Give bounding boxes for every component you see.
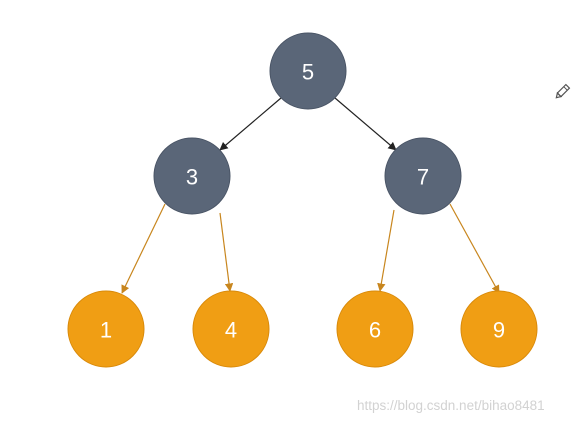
watermark-text: https://blog.csdn.net/bihao8481 — [357, 398, 545, 413]
tree-leaf-4: 9 — [460, 290, 538, 368]
tree-node-left: 3 — [153, 137, 231, 215]
edge-7-to-9 — [449, 203, 500, 294]
edge-5-to-7 — [334, 97, 397, 151]
node-label-left: 3 — [186, 165, 198, 190]
node-label-root: 5 — [302, 60, 314, 85]
tree-node-right: 7 — [384, 137, 462, 215]
tree-leaf-1: 1 — [67, 290, 145, 368]
leaf-label-3: 6 — [369, 318, 381, 343]
tree-node-root: 5 — [269, 32, 347, 110]
tree-leaf-3: 6 — [336, 290, 414, 368]
pencil-icon[interactable] — [555, 83, 571, 100]
edge-3-to-4 — [219, 212, 234, 292]
leaf-label-2: 4 — [225, 318, 237, 343]
tree-leaf-2: 4 — [192, 290, 270, 368]
edge-3-to-1 — [121, 203, 166, 294]
edge-5-to-3 — [219, 97, 282, 151]
edge-7-to-6 — [377, 209, 395, 292]
leaf-label-4: 9 — [493, 318, 505, 343]
node-label-right: 7 — [417, 165, 429, 190]
leaf-label-1: 1 — [100, 318, 112, 343]
